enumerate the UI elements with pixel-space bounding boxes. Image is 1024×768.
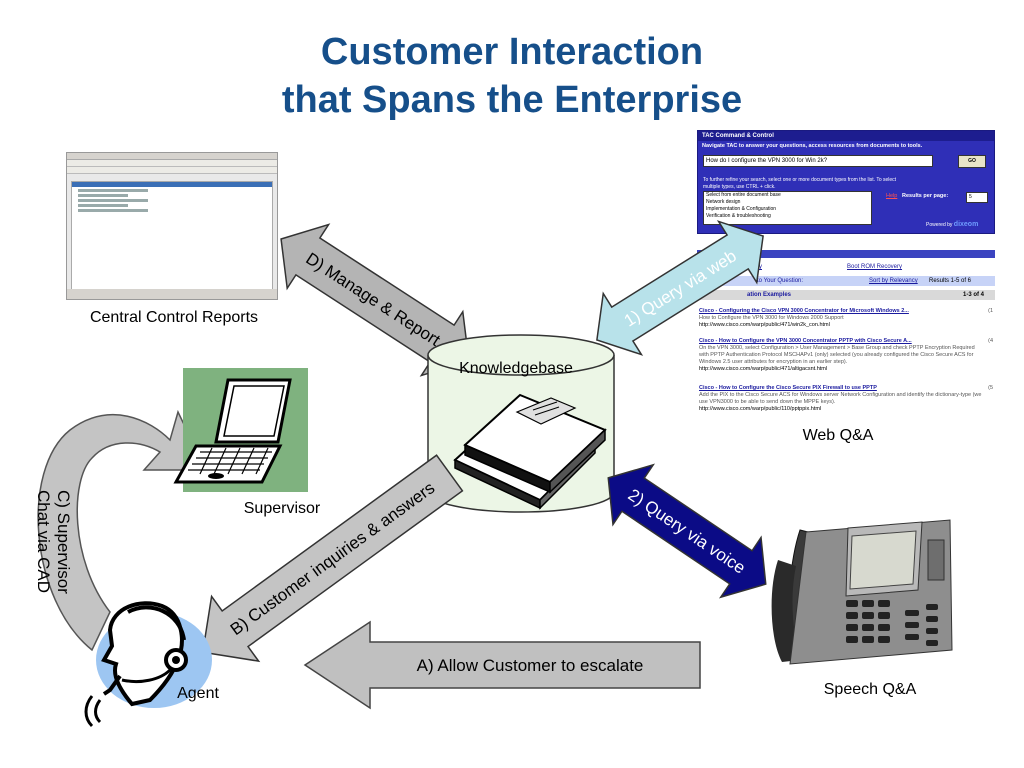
results-per-page-label: Results per page: — [902, 193, 949, 199]
central-control-label: Central Control Reports — [90, 309, 258, 326]
your-question-strip: to Your Question: Sort by Relevancy Resu… — [697, 276, 995, 286]
page-title: Customer Interaction that Spans the Ente… — [0, 28, 1024, 124]
query-voice-label: 2) Query via voice — [625, 485, 749, 577]
examples-strip: ation Examples 1-3 of 4 — [697, 290, 995, 300]
web-qa-screenshot: TAC Command & Control Navigate TAC to an… — [697, 130, 995, 426]
central-control-screenshot — [66, 152, 278, 300]
supervisor-laptop-icon — [173, 368, 308, 492]
web-qa-label: Web Q&A — [803, 427, 874, 444]
result-title[interactable]: Cisco - How to Configure the VPN 3000 Co… — [699, 338, 912, 344]
ip-phone-icon — [771, 519, 953, 665]
result-url: http://www.cisco.com/warp/public/110/ppt… — [699, 406, 822, 412]
result-item: Cisco - How to Configure the VPN 3000 Co… — [699, 338, 993, 373]
query-web-arrow: 1) Query via web — [596, 220, 764, 356]
result-score: (1 — [988, 308, 993, 314]
powered-by: Powered by dixeom — [926, 221, 978, 228]
result-item: Cisco - Configuring the Cisco VPN 3000 C… — [699, 308, 993, 329]
agent-icon — [84, 601, 212, 728]
doc-type-item[interactable]: Verification & troubleshooting — [706, 213, 771, 219]
doc-type-list[interactable]: Select from entire document base Network… — [703, 191, 872, 225]
allow-escalate-arrow: A) Allow Customer to escalate — [303, 620, 701, 710]
result-item: Cisco - How to Configure the Cisco Secur… — [699, 385, 993, 413]
doc-type-item[interactable]: Network design — [706, 199, 741, 205]
sort-link[interactable]: Sort by Relevancy — [869, 278, 918, 284]
supervisor-label: Supervisor — [244, 500, 321, 517]
result-desc: Add the PIX to the Cisco Secure ACS for … — [699, 392, 982, 405]
doc-type-item[interactable]: Implementation & Configuration — [706, 206, 777, 212]
question-input[interactable]: How do I configure the VPN 3000 for Win … — [703, 155, 933, 167]
powered-by-text: Powered by — [926, 222, 953, 228]
query-web-label: 1) Query via web — [621, 246, 740, 330]
result-score: (5 — [988, 385, 993, 391]
powered-brand: dixeom — [953, 221, 979, 228]
result-desc: How to Configure the VPN 3000 for Window… — [699, 315, 844, 321]
go-button[interactable]: GO — [958, 155, 986, 168]
doc-type-item[interactable]: Select from entire document base — [706, 192, 781, 198]
results-per-page-select[interactable]: 5 — [966, 192, 988, 203]
title-line-1: Customer Interaction — [320, 31, 704, 73]
books-icon — [453, 393, 607, 510]
result-url: http://www.cisco.com/warp/public/471/win… — [699, 322, 830, 328]
results-count: Results 1-5 of 6 — [929, 278, 972, 284]
examples-label: ation Examples — [747, 292, 792, 298]
title-line-2: that Spans the Enterprise — [281, 79, 743, 121]
query-voice-arrow: 2) Query via voice — [607, 463, 767, 599]
supervisor-chat-label-1: C) Supervisor — [54, 490, 73, 594]
tac-panel-title: TAC Command & Control — [698, 131, 994, 141]
supervisor-chat-arrow — [37, 409, 208, 652]
your-question-label: to Your Question: — [757, 278, 804, 284]
result-score: (4 — [988, 338, 993, 344]
agent-label: Agent — [177, 685, 219, 702]
result-title[interactable]: Cisco - Configuring the Cisco VPN 3000 C… — [699, 308, 909, 314]
help-link[interactable]: Help — [886, 193, 898, 199]
tac-navigate-text: Navigate TAC to answer your questions, a… — [702, 143, 923, 149]
tac-panel: TAC Command & Control Navigate TAC to an… — [697, 130, 995, 234]
result-title[interactable]: Cisco - How to Configure the Cisco Secur… — [699, 385, 877, 391]
speech-qa-label: Speech Q&A — [824, 681, 917, 698]
allow-escalate-label: A) Allow Customer to escalate — [417, 656, 644, 675]
manage-report-label: D) Manage & Report — [302, 249, 443, 350]
result-url: http://www.cisco.com/warp/public/471/alt… — [699, 366, 828, 372]
boot-rom-link[interactable]: Boot ROM Recovery — [847, 264, 903, 270]
examples-count: 1-3 of 4 — [963, 292, 985, 298]
supervisor-chat-label-2: Chat via CAD — [34, 490, 53, 593]
results-header-strip — [697, 250, 995, 258]
knowledgebase-label: Knowledgebase — [459, 360, 573, 377]
refine-hint: To further refine your search, select on… — [703, 177, 897, 190]
result-desc: On the VPN 3000, select Configuration > … — [699, 345, 975, 365]
